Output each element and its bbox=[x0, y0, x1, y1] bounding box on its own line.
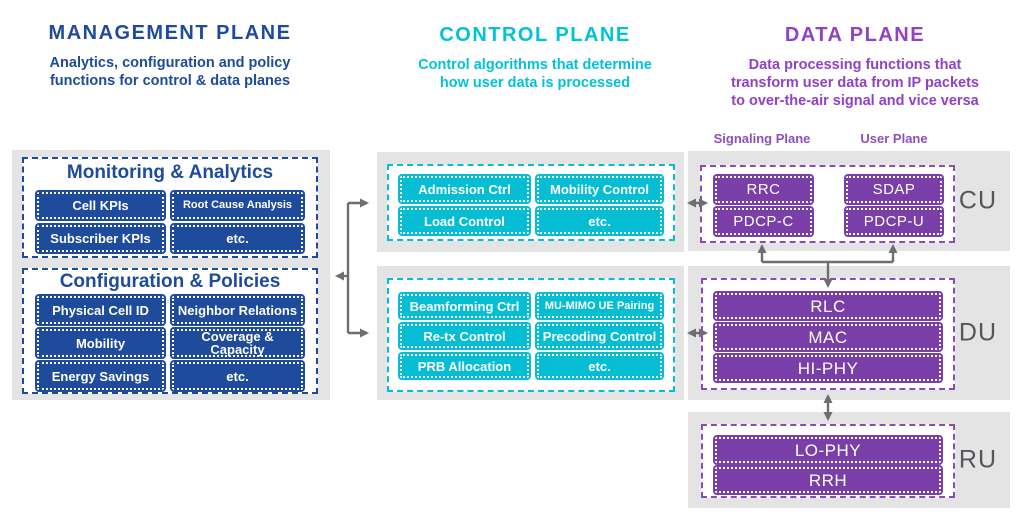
management-plane-title: MANAGEMENT PLANE bbox=[48, 22, 292, 44]
configuration-policies-title: Configuration & Policies bbox=[59, 271, 281, 292]
monitoring-analytics-box: Monitoring & Analytics Cell KPIs Root Ca… bbox=[22, 157, 318, 258]
ctrl-item-beamforming-ctrl: Beamforming Ctrl bbox=[400, 294, 529, 318]
monitoring-grid: Cell KPIs Root Cause Analysis Subscriber… bbox=[37, 192, 303, 252]
control-du-panel: Beamforming Ctrl MU-MIMO UE Pairing Re-t… bbox=[377, 266, 684, 400]
ctrl-item-prb-allocation: PRB Allocation bbox=[400, 354, 529, 378]
management-plane-subtitle: Analytics, configuration and policy func… bbox=[10, 54, 330, 90]
stack-item-pdcp-c: PDCP-C bbox=[715, 208, 812, 235]
data-ru-panel: LO-PHY RRH RU bbox=[688, 412, 1010, 508]
control-du-box: Beamforming Ctrl MU-MIMO UE Pairing Re-t… bbox=[387, 278, 675, 392]
subtitle-line: to over-the-air signal and vice versa bbox=[731, 93, 979, 109]
stack-item-hi-phy: HI-PHY bbox=[715, 355, 941, 381]
cu-label: CU bbox=[958, 186, 997, 215]
data-plane-title: DATA PLANE bbox=[784, 24, 926, 46]
mgmt-item-root-cause-analysis: Root Cause Analysis bbox=[172, 192, 303, 219]
control-du-grid: Beamforming Ctrl MU-MIMO UE Pairing Re-t… bbox=[400, 294, 662, 378]
monitoring-analytics-title: Monitoring & Analytics bbox=[66, 162, 274, 183]
data-du-panel: RLC MAC HI-PHY DU bbox=[688, 266, 1010, 400]
ctrl-item-admission-ctrl: Admission Ctrl bbox=[400, 176, 529, 202]
stack-item-rlc: RLC bbox=[715, 293, 941, 319]
ctrl-item-re-tx-control: Re-tx Control bbox=[400, 324, 529, 348]
ctrl-item-mobility-control: Mobility Control bbox=[537, 176, 662, 202]
control-plane-title: CONTROL PLANE bbox=[439, 24, 631, 46]
signaling-column: RRC PDCP-C bbox=[715, 176, 812, 235]
control-cu-box: Admission Ctrl Mobility Control Load Con… bbox=[387, 164, 675, 241]
stack-item-mac: MAC bbox=[715, 324, 941, 350]
subtitle-line: transform user data from IP packets bbox=[731, 75, 979, 91]
du-stack: RLC MAC HI-PHY bbox=[715, 293, 941, 381]
cfg-item-mobility: Mobility bbox=[37, 329, 164, 357]
signaling-plane-label: Signaling Plane bbox=[713, 131, 811, 146]
user-column: SDAP PDCP-U bbox=[846, 176, 942, 235]
data-plane-header: DATA PLANE Data processing functions tha… bbox=[690, 24, 1020, 110]
subtitle-line: Control algorithms that determine bbox=[418, 57, 652, 73]
cfg-item-neighbor-relations: Neighbor Relations bbox=[172, 296, 303, 324]
ru-label: RU bbox=[958, 445, 997, 474]
mgmt-item-subscriber-kpis: Subscriber KPIs bbox=[37, 225, 164, 252]
ru-stack: LO-PHY RRH bbox=[715, 437, 941, 493]
mgmt-item-cell-kpis: Cell KPIs bbox=[37, 192, 164, 219]
configuration-grid: Physical Cell ID Neighbor Relations Mobi… bbox=[37, 296, 303, 390]
stack-item-pdcp-u: PDCP-U bbox=[846, 208, 942, 235]
stack-item-rrc: RRC bbox=[715, 176, 812, 203]
user-plane-label: User Plane bbox=[860, 131, 928, 146]
management-plane-header: MANAGEMENT PLANE Analytics, configuratio… bbox=[10, 22, 330, 90]
subtitle-line: how user data is processed bbox=[439, 75, 631, 91]
data-cu-panel: RRC PDCP-C SDAP PDCP-U CU bbox=[688, 151, 1010, 251]
subtitle-line: functions for control & data planes bbox=[49, 73, 291, 89]
stack-item-rrh: RRH bbox=[715, 467, 941, 493]
cfg-item-physical-cell-id: Physical Cell ID bbox=[37, 296, 164, 324]
ctrl-item-precoding-control: Precoding Control bbox=[537, 324, 662, 348]
data-ru-box: LO-PHY RRH bbox=[701, 424, 955, 498]
data-plane-subtitle: Data processing functions that transform… bbox=[690, 56, 1020, 110]
cfg-item-etc: etc. bbox=[172, 362, 303, 390]
management-panel: Monitoring & Analytics Cell KPIs Root Ca… bbox=[12, 150, 330, 400]
ctrl-item-load-control: Load Control bbox=[400, 208, 529, 234]
cfg-item-coverage-capacity: Coverage & Capacity bbox=[172, 329, 303, 357]
ctrl-item-etc: etc. bbox=[537, 354, 662, 378]
subtitle-line: Analytics, configuration and policy bbox=[49, 55, 291, 71]
subtitle-line: Data processing functions that bbox=[748, 57, 962, 73]
ctrl-item-mu-mimo-ue-pairing: MU-MIMO UE Pairing bbox=[537, 294, 662, 318]
control-cu-grid: Admission Ctrl Mobility Control Load Con… bbox=[400, 176, 662, 234]
stack-item-sdap: SDAP bbox=[846, 176, 942, 203]
control-plane-header: CONTROL PLANE Control algorithms that de… bbox=[385, 24, 685, 92]
control-plane-subtitle: Control algorithms that determine how us… bbox=[385, 56, 685, 92]
du-label: DU bbox=[958, 318, 997, 347]
stack-item-lo-phy: LO-PHY bbox=[715, 437, 941, 463]
data-du-box: RLC MAC HI-PHY bbox=[701, 278, 955, 390]
cfg-item-energy-savings: Energy Savings bbox=[37, 362, 164, 390]
control-cu-panel: Admission Ctrl Mobility Control Load Con… bbox=[377, 152, 684, 252]
mgmt-item-etc: etc. bbox=[172, 225, 303, 252]
configuration-policies-box: Configuration & Policies Physical Cell I… bbox=[22, 268, 318, 394]
ctrl-item-etc: etc. bbox=[537, 208, 662, 234]
data-cu-box: RRC PDCP-C SDAP PDCP-U bbox=[700, 165, 955, 243]
